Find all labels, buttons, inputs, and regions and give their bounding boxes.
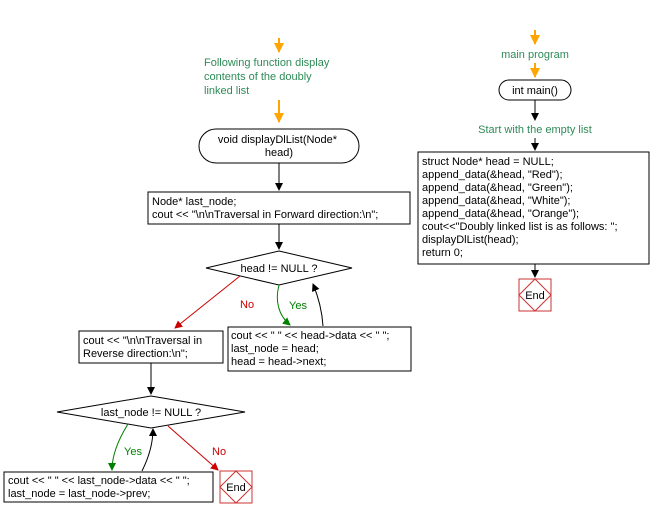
reverse-header-text: cout << "\n\nTraversal in Reverse direct… <box>83 335 205 360</box>
reverse-no-label: No <box>212 446 226 458</box>
end-node-right <box>518 278 552 312</box>
right-annotation-top: main program <box>501 49 569 61</box>
forward-loop-back-edge <box>311 283 324 327</box>
left-flow: Following function display contents of t… <box>3 38 412 504</box>
forward-body-box <box>227 326 412 372</box>
end-node-right-diamond <box>518 278 552 312</box>
init-box-text: Node* last_node; cout << "\n\nTraversal … <box>152 196 378 221</box>
reverse-condition-label: last_node != NULL ? <box>101 407 201 419</box>
forward-no-label: No <box>240 299 254 311</box>
main-terminator-label: int main() <box>512 85 558 97</box>
right-flow: main program int main() Start with the e… <box>417 30 650 312</box>
end-node-right-label: End <box>525 290 545 302</box>
reverse-condition-diamond <box>56 395 246 429</box>
forward-yes-edge <box>276 284 291 326</box>
forward-body-text: cout << " " << head->data << " "; last_n… <box>231 330 393 368</box>
func-terminator-label: void displayDlList(Node* head) <box>218 134 340 159</box>
forward-yes-label: Yes <box>289 300 307 312</box>
reverse-loop-back-edge <box>141 428 157 472</box>
reverse-header-box <box>78 330 224 364</box>
main-body-box <box>417 151 650 265</box>
main-body-text: struct Node* head = NULL; append_data(&h… <box>422 156 621 259</box>
forward-no-edge <box>174 275 241 329</box>
forward-condition-label: head != NULL ? <box>241 263 318 275</box>
reverse-body-text: cout << " " << last_node->data << " "; l… <box>8 475 193 500</box>
end-node-left-diamond <box>219 470 253 504</box>
end-node-left <box>219 470 253 504</box>
reverse-no-edge <box>167 425 219 471</box>
reverse-body-box <box>3 471 214 503</box>
reverse-yes-label: Yes <box>124 446 142 458</box>
right-annotation-mid: Start with the empty list <box>478 124 592 136</box>
reverse-yes-edge <box>108 423 129 471</box>
end-node-left-label: End <box>226 482 246 494</box>
left-annotation: Following function display contents of t… <box>204 57 332 97</box>
